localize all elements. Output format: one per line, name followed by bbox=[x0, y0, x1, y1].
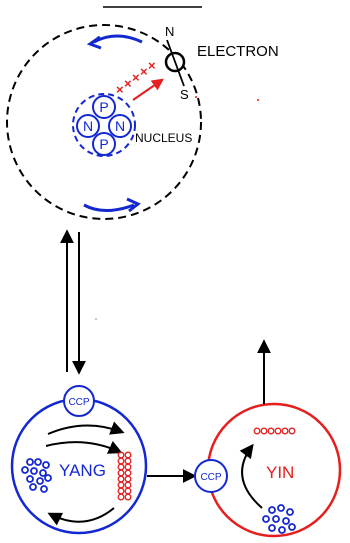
charge-mark: × bbox=[116, 82, 124, 97]
yang-particles bbox=[21, 458, 52, 493]
yang-ccp-label: CCP bbox=[68, 397, 89, 408]
yin-ccp: CCP bbox=[194, 459, 228, 493]
yin-ccp-label: CCP bbox=[200, 472, 221, 483]
nucleus-label: NUCLEUS bbox=[135, 131, 192, 145]
yin-red-chain bbox=[253, 427, 296, 435]
nucleus-boundary bbox=[72, 93, 136, 157]
neutron-left: N bbox=[76, 114, 100, 138]
yin-label: YIN bbox=[266, 463, 294, 482]
electron: N S ELECTRON bbox=[164, 24, 279, 102]
atom: P N N P NUCLEUS N S ELECTRON bbox=[6, 24, 279, 220]
yang-label: YANG bbox=[59, 461, 106, 480]
yang-red-chain bbox=[117, 451, 132, 501]
proton-top: P bbox=[92, 95, 116, 119]
yang-cycle-arrow-middle-icon bbox=[45, 440, 123, 454]
charge-mark: × bbox=[124, 76, 132, 91]
atom-orbit bbox=[6, 24, 202, 220]
proton-bottom: P bbox=[92, 132, 116, 156]
proton-label: P bbox=[99, 99, 108, 115]
charge-mark: × bbox=[140, 64, 148, 79]
orbit-arrow-top-icon bbox=[93, 34, 143, 44]
yin-cycle-arrow-icon bbox=[239, 443, 263, 509]
orbit-arrow-bottom-icon bbox=[83, 203, 135, 212]
neutron-right: N bbox=[108, 114, 132, 138]
electron-spin-axis bbox=[166, 39, 185, 87]
yin-particles bbox=[262, 504, 296, 534]
yin-cell: CCP YIN bbox=[194, 402, 342, 538]
attraction-arrow-icon bbox=[132, 78, 164, 101]
neutron-label: N bbox=[115, 118, 125, 134]
yang-cycle-arrow-top-icon bbox=[47, 421, 125, 435]
yang-cycle-arrow-bottom-icon bbox=[47, 507, 115, 526]
nucleus: P N N P NUCLEUS bbox=[72, 93, 192, 157]
charge-marks: × × × × × bbox=[116, 58, 156, 97]
proton-label: P bbox=[99, 136, 108, 152]
charge-mark: × bbox=[148, 58, 156, 73]
yang-cell: CCP YANG bbox=[10, 385, 148, 535]
electron-label: ELECTRON bbox=[197, 43, 279, 60]
electron-north-label: N bbox=[165, 24, 174, 39]
yang-ccp: CCP bbox=[63, 385, 95, 417]
neutron-label: N bbox=[83, 118, 93, 134]
electron-south-label: S bbox=[180, 87, 189, 102]
atom-yang-exchange-arrows bbox=[60, 229, 86, 375]
charge-mark: × bbox=[132, 70, 140, 85]
